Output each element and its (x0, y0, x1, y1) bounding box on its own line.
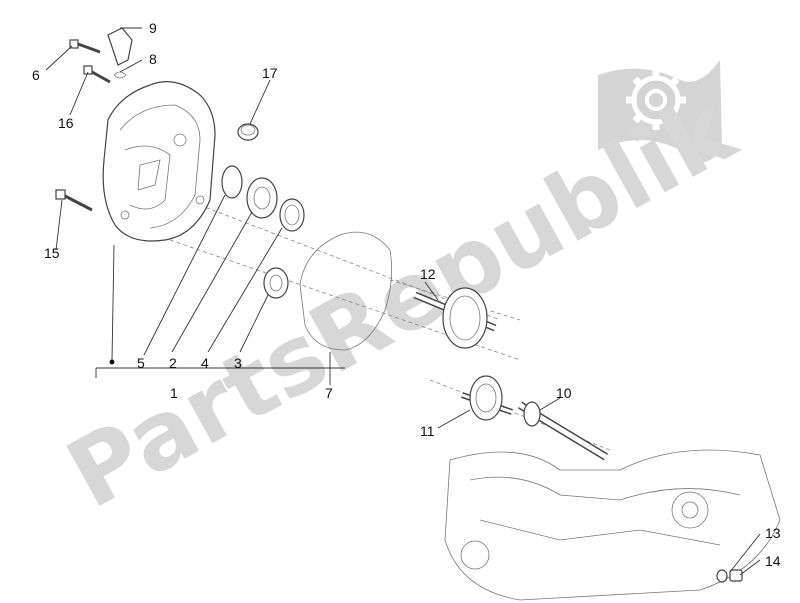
label-13: 13 (765, 525, 781, 541)
part-5-circlip (221, 165, 243, 199)
label-10: 10 (556, 385, 572, 401)
part-17-plug (237, 123, 259, 141)
label-4: 4 (201, 355, 209, 371)
part-12-gear-shaft (413, 287, 497, 349)
gear-flag-logo (598, 60, 722, 163)
label-17: 17 (262, 65, 278, 81)
part-4-seal (279, 198, 305, 232)
label-16: 16 (58, 115, 74, 131)
part-16-screw (83, 65, 111, 84)
label-8: 8 (149, 51, 157, 67)
part-6-screw (69, 39, 101, 54)
leader-lines (45, 27, 761, 576)
part-3-bearing (263, 267, 289, 299)
label-12: 12 (420, 266, 436, 282)
part-10-shaft (517, 401, 609, 461)
part-9-clip (107, 27, 133, 66)
part-15-screw (55, 189, 93, 212)
label-2: 2 (169, 355, 177, 371)
label-11: 11 (420, 423, 435, 439)
part-7-gasket (299, 231, 393, 351)
label-3: 3 (234, 355, 242, 371)
label-6: 6 (32, 67, 40, 83)
part-2-bearing (246, 177, 278, 219)
callout-labels: 9 8 6 16 17 15 5 2 4 3 1 7 12 10 11 13 1… (32, 20, 781, 569)
gear-icon (626, 70, 686, 130)
label-9: 9 (149, 20, 157, 36)
engine-case-outline (444, 449, 781, 601)
part-14-plug-screw (729, 569, 743, 582)
transmission-cover (102, 81, 216, 242)
part-13-washer (716, 569, 728, 583)
label-1: 1 (170, 385, 178, 401)
label-15: 15 (44, 245, 60, 261)
part-8-circlip (113, 71, 127, 79)
part-1-reference-dot (109, 359, 115, 365)
label-14: 14 (765, 553, 781, 569)
label-7: 7 (325, 385, 333, 401)
part-11-gear (461, 375, 513, 421)
label-5: 5 (137, 355, 145, 371)
